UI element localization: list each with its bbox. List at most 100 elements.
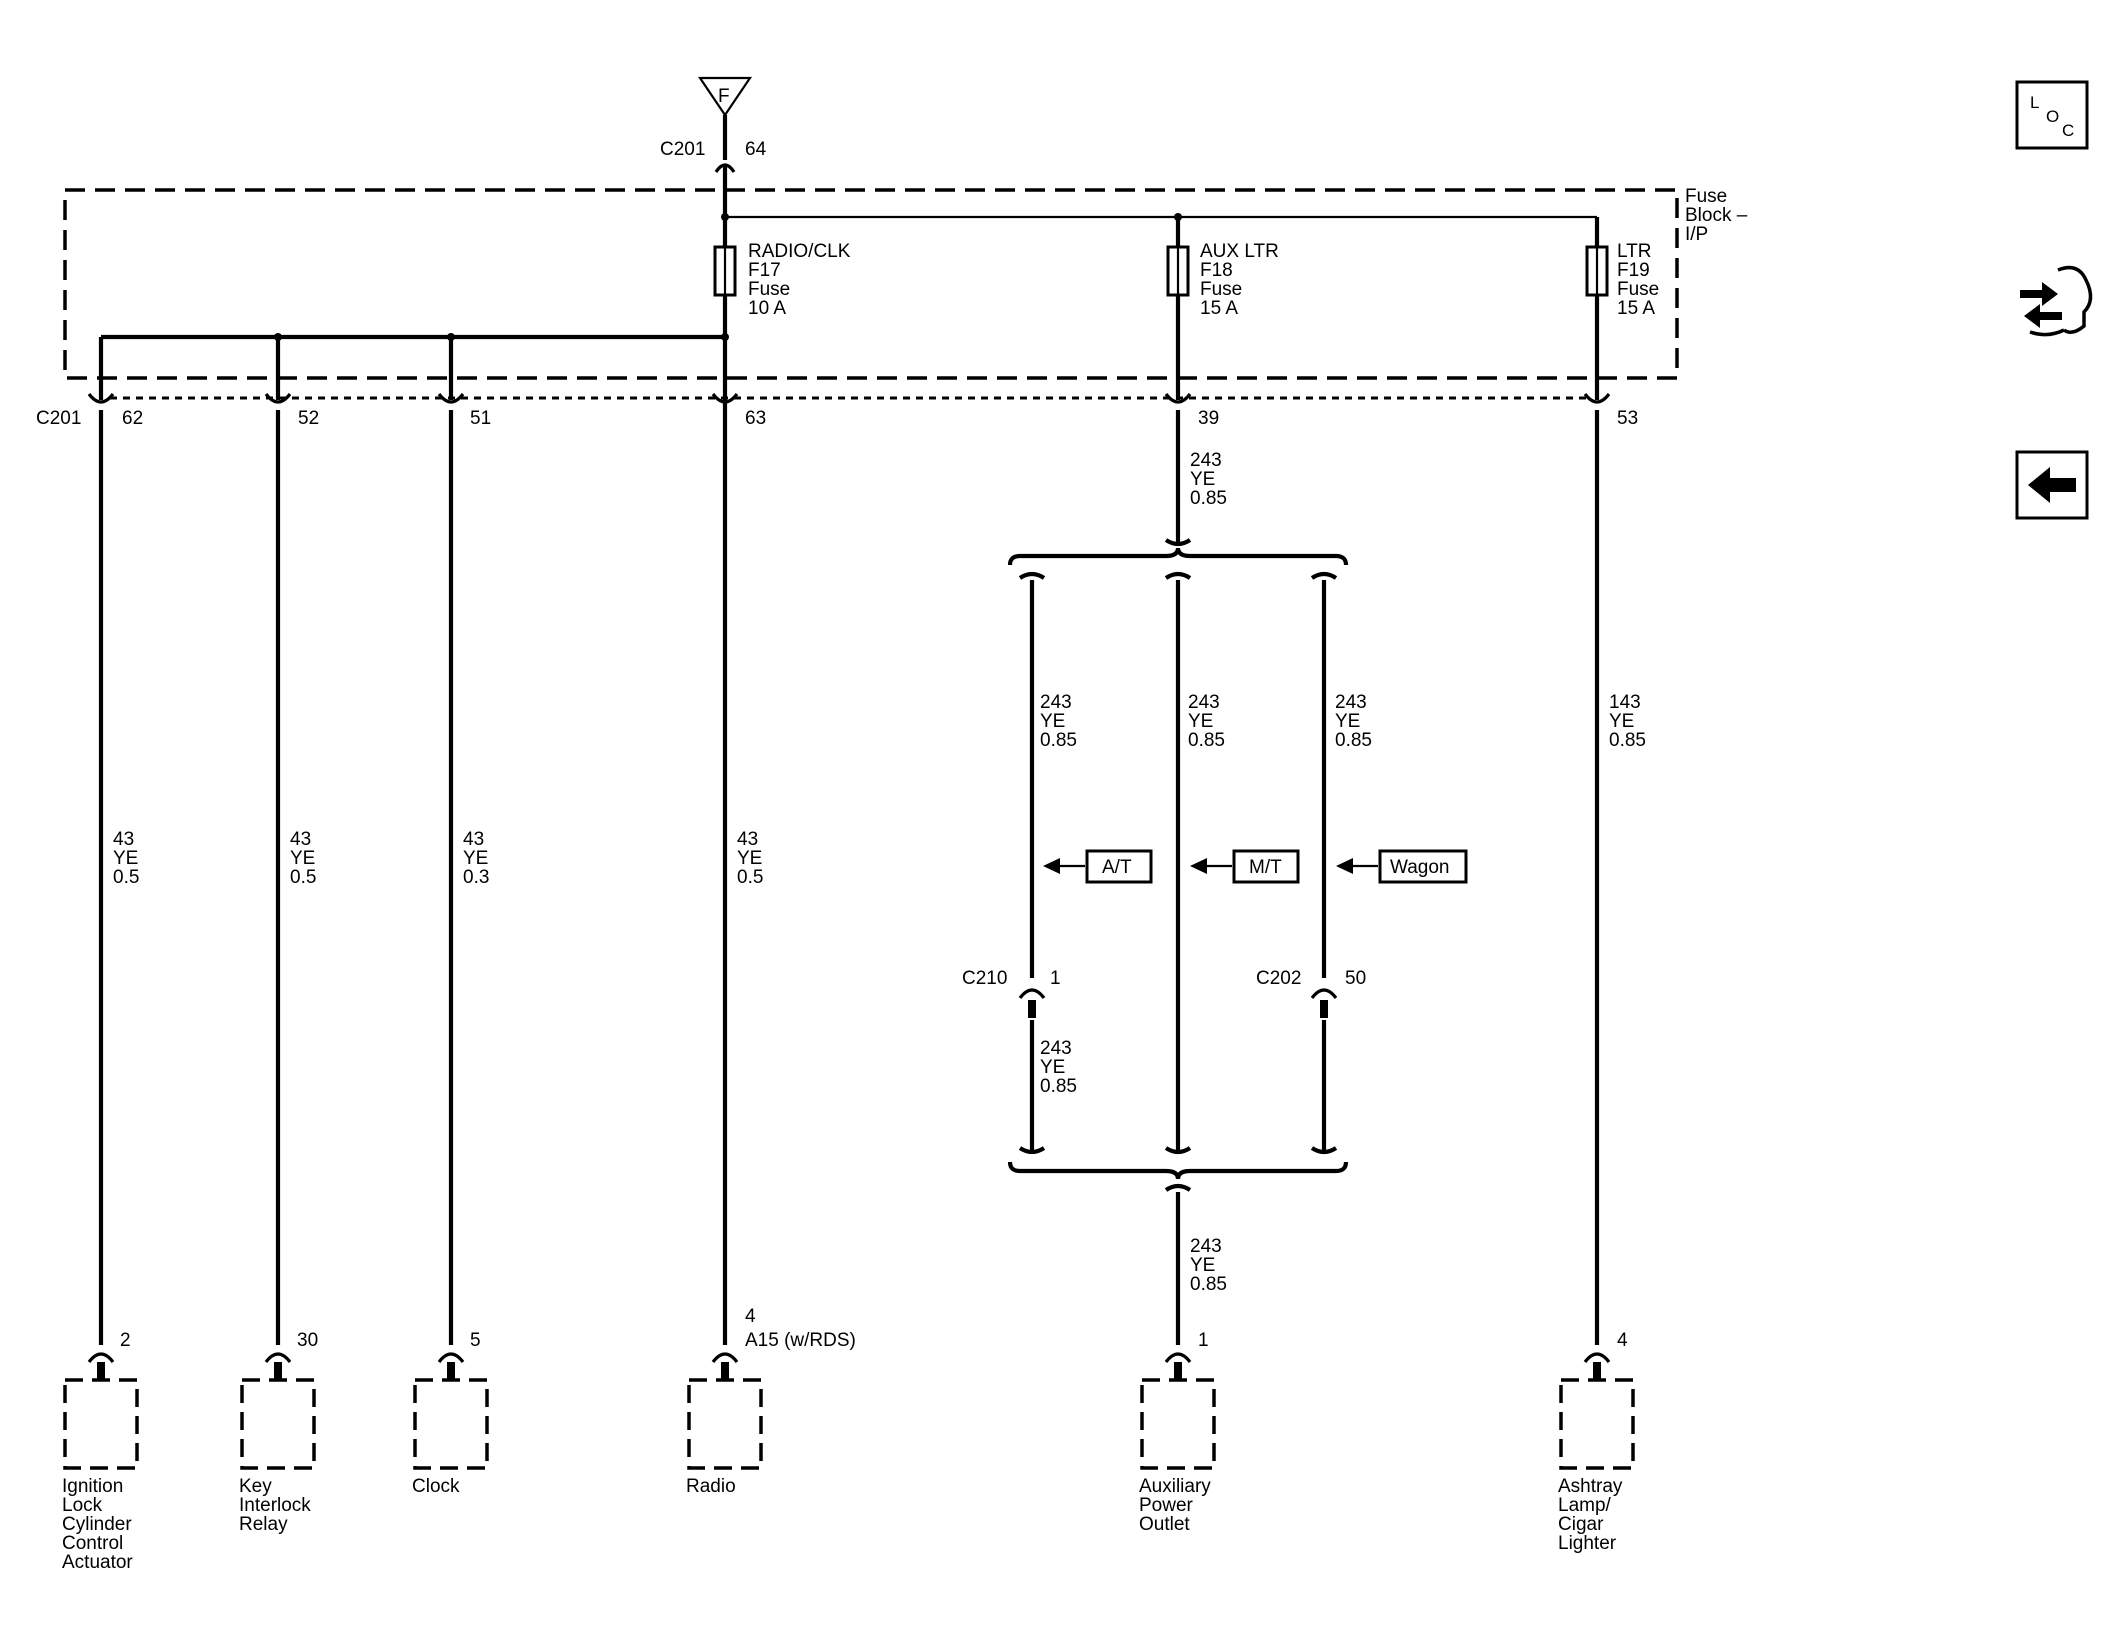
wire-ignition-size: 0.5	[113, 867, 139, 888]
fuse-f18-type: Fuse	[1200, 279, 1242, 300]
fuse-f19-id: F19	[1617, 260, 1650, 281]
ignition-name-4: Control	[62, 1533, 123, 1554]
ignition-name-5: Actuator	[62, 1552, 133, 1573]
c210-label: C210	[962, 968, 1007, 989]
wire-label-ltr: 143 YE 0.85	[1609, 692, 1646, 751]
c201-pin-62: 62	[122, 408, 143, 429]
c201-connector-label: C201	[36, 408, 81, 429]
option-mt-label: M/T	[1249, 857, 1282, 878]
fuse-block-outline	[63, 188, 1679, 380]
fuse-f19: LTR F19 Fuse 15 A	[1585, 241, 1659, 319]
radio-name-1: Radio	[686, 1476, 736, 1497]
c201-top-connector-label: C201	[660, 139, 705, 160]
c201-pins	[87, 392, 1611, 404]
wire-at-lower-circuit: 243	[1040, 1038, 1072, 1059]
radio-ref: A15 (w/RDS)	[745, 1330, 856, 1351]
fuse-f19-type: Fuse	[1617, 279, 1659, 300]
loc-icon-o: O	[2046, 107, 2059, 126]
ignition-name-1: Ignition	[62, 1476, 123, 1497]
fuse-f18: AUX LTR F18 Fuse 15 A	[1166, 241, 1279, 319]
wire-radio-size: 0.5	[737, 867, 763, 888]
fuse-f18-rating: 15 A	[1200, 298, 1238, 319]
c201-pin-52: 52	[298, 408, 319, 429]
key-name-1: Key	[239, 1476, 272, 1497]
c202-label: C202	[1256, 968, 1301, 989]
splice-bracket-bottom	[1007, 1146, 1349, 1192]
connector-icon[interactable]	[2020, 265, 2093, 337]
ignition-name-3: Cylinder	[62, 1514, 132, 1535]
wire-label-at: 243 YE 0.85	[1040, 692, 1077, 751]
c201-pin-53: 53	[1617, 408, 1638, 429]
source-f-label: F	[718, 86, 730, 107]
loc-icon[interactable]: L O C	[2015, 80, 2089, 150]
splice-bracket-top	[1007, 538, 1349, 580]
wire-aux-top-circuit: 243	[1190, 450, 1222, 471]
fuse-f17-name: RADIO/CLK	[748, 241, 851, 262]
fuse-f19-rating: 15 A	[1617, 298, 1655, 319]
wire-ltr-color: YE	[1609, 711, 1634, 732]
ltr-pin: 4	[1617, 1330, 1628, 1351]
wire-ltr-circuit: 143	[1609, 692, 1641, 713]
c201-top-pin: 64	[745, 139, 767, 160]
fuse-f18-id: F18	[1200, 260, 1233, 281]
wire-mt-size: 0.85	[1188, 730, 1225, 751]
c201-pin-51: 51	[470, 408, 491, 429]
wire-label-at-lower: 243 YE 0.85	[1040, 1038, 1077, 1097]
option-at-label: A/T	[1102, 857, 1132, 878]
key-name-3: Relay	[239, 1514, 288, 1535]
back-arrow-icon[interactable]	[2015, 450, 2089, 520]
key-pin: 30	[297, 1330, 318, 1351]
wire-clock-circuit: 43	[463, 829, 484, 850]
wire-aux-bottom-circuit: 243	[1190, 1236, 1222, 1257]
wire-key-color: YE	[290, 848, 315, 869]
fuse-f19-name: LTR	[1617, 241, 1651, 262]
fuse-block-label-2: Block –	[1685, 205, 1748, 226]
ltr-name-4: Lighter	[1558, 1533, 1617, 1554]
wire-wagon-color: YE	[1335, 711, 1360, 732]
option-wagon: Wagon	[1336, 849, 1468, 884]
component-key-interlock-relay: 30 Key Interlock Relay	[239, 1330, 318, 1535]
wire-aux-bottom-size: 0.85	[1190, 1274, 1227, 1295]
wire-label-aux-top: 243 YE 0.85	[1190, 450, 1227, 509]
radio-pin: 4	[745, 1306, 756, 1327]
fuse-f18-name: AUX LTR	[1200, 241, 1279, 262]
component-ignition-lock-actuator: 2 Ignition Lock Cylinder Control Actuato…	[62, 1330, 139, 1573]
option-at: A/T	[1043, 849, 1153, 884]
wire-key-circuit: 43	[290, 829, 311, 850]
component-ashtray-lamp-cigar-lighter: 4 Ashtray Lamp/ Cigar Lighter	[1558, 1330, 1635, 1554]
wire-label-key: 43 YE 0.5	[290, 829, 316, 888]
c201-pin-63: 63	[745, 408, 766, 429]
ltr-name-1: Ashtray	[1558, 1476, 1623, 1497]
wire-ltr-size: 0.85	[1609, 730, 1646, 751]
wire-at-size: 0.85	[1040, 730, 1077, 751]
ignition-pin: 2	[120, 1330, 131, 1351]
fuse-f17-rating: 10 A	[748, 298, 786, 319]
wire-at-lower-size: 0.85	[1040, 1076, 1077, 1097]
clock-pin: 5	[470, 1330, 481, 1351]
fuse-block-label-3: I/P	[1685, 224, 1708, 245]
aux-name-1: Auxiliary	[1139, 1476, 1211, 1497]
c202-pin: 50	[1345, 968, 1366, 989]
wire-at-lower-color: YE	[1040, 1057, 1065, 1078]
component-clock: 5 Clock	[412, 1330, 489, 1497]
key-name-2: Interlock	[239, 1495, 311, 1516]
option-wagon-label: Wagon	[1390, 857, 1450, 878]
component-radio: 4 A15 (w/RDS) Radio	[686, 1306, 856, 1497]
wire-at-color: YE	[1040, 711, 1065, 732]
c210-pin: 1	[1050, 968, 1061, 989]
aux-name-2: Power	[1139, 1495, 1194, 1516]
wire-wagon-size: 0.85	[1335, 730, 1372, 751]
wire-label-aux-bottom: 243 YE 0.85	[1190, 1236, 1227, 1295]
wire-mt-color: YE	[1188, 711, 1213, 732]
component-auxiliary-power-outlet: 1 Auxiliary Power Outlet	[1139, 1330, 1216, 1535]
ltr-name-2: Lamp/	[1558, 1495, 1612, 1516]
loc-icon-c: C	[2062, 121, 2074, 140]
wire-key-size: 0.5	[290, 867, 316, 888]
loc-icon-l: L	[2030, 93, 2039, 112]
wire-clock-size: 0.3	[463, 867, 489, 888]
fuse-block-label-1: Fuse	[1685, 186, 1727, 207]
wire-ignition-color: YE	[113, 848, 138, 869]
fuse-f17-type: Fuse	[748, 279, 790, 300]
wire-aux-top-color: YE	[1190, 469, 1215, 490]
